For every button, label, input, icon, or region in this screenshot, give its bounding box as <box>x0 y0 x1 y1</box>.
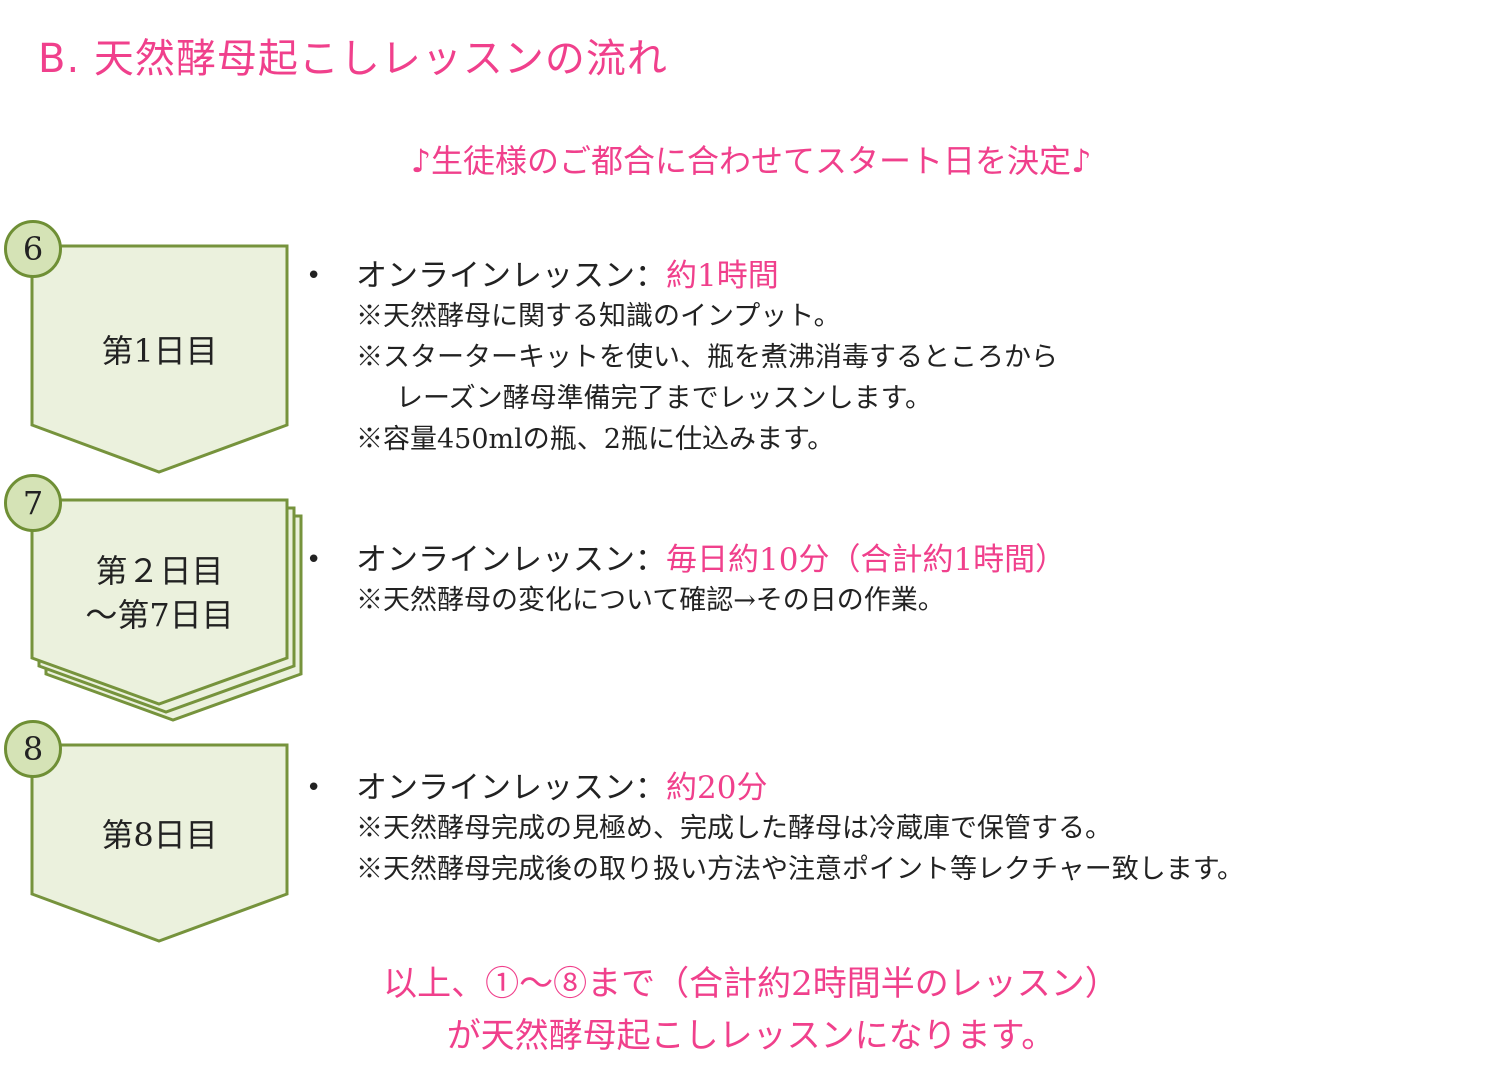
note: ※容量450mlの瓶、2瓶に仕込みます。 <box>356 424 835 455</box>
footer-line-2: が天然酵母起こしレッスンになります。 <box>446 1016 1056 1056</box>
lesson-duration: 毎日約10分（合計約1時間） <box>666 542 1067 578</box>
lesson-label: オンラインレッスン： <box>356 770 666 806</box>
day-7-label: ～第7日目 <box>85 596 234 634</box>
step-7-details: • オンラインレッスン：毎日約10分（合計約1時間） ※天然酵母の変化について確… <box>306 540 1067 621</box>
page-title: B. 天然酵母起こしレッスンの流れ <box>38 36 668 82</box>
step-number-8: 8 <box>4 720 62 778</box>
note: ※天然酵母完成の見極め、完成した酵母は冷蔵庫で保管する。 <box>356 813 1112 844</box>
lesson-line: • オンラインレッスン：約1時間 <box>306 256 1058 296</box>
step-6-details: • オンラインレッスン：約1時間 ※天然酵母に関する知識のインプット。 ※スター… <box>306 256 1058 460</box>
day-1-label: 第1日目 <box>101 332 218 370</box>
note: ※スターターキットを使い、瓶を煮沸消毒するところから <box>356 342 1058 373</box>
step-number-6: 6 <box>4 220 62 278</box>
note: ※天然酵母の変化について確認→その日の作業。 <box>356 585 945 616</box>
lesson-duration: 約20分 <box>666 770 768 806</box>
day-8-label: 第8日目 <box>101 816 218 854</box>
note: ※天然酵母完成後の取り扱い方法や注意ポイント等レクチャー致します。 <box>356 854 1245 885</box>
lesson-duration: 約1時間 <box>666 258 779 294</box>
bullet-icon: • <box>306 773 322 803</box>
lesson-label: オンラインレッスン： <box>356 542 666 578</box>
bullet-icon: • <box>306 261 322 291</box>
note: レーズン酵母準備完了までレッスンします。 <box>396 383 932 414</box>
step-number-7: 7 <box>4 474 62 532</box>
note: ※天然酵母に関する知識のインプット。 <box>356 301 841 332</box>
lesson-line: • オンラインレッスン：約20分 <box>306 768 1244 808</box>
footer-line-1: 以上、①～⑧まで（合計約2時間半のレッスン） <box>383 964 1119 1004</box>
day-2-label: 第２日目 <box>95 552 224 590</box>
step-8-details: • オンラインレッスン：約20分 ※天然酵母完成の見極め、完成した酵母は冷蔵庫で… <box>306 768 1245 890</box>
bullet-icon: • <box>306 545 322 575</box>
footer-summary: 以上、①～⑧まで（合計約2時間半のレッスン） が天然酵母起こしレッスンになります… <box>0 958 1502 1062</box>
subtitle: ♪生徒様のご都合に合わせてスタート日を決定♪ <box>410 142 1092 180</box>
lesson-line: • オンラインレッスン：毎日約10分（合計約1時間） <box>306 540 1067 580</box>
lesson-label: オンラインレッスン： <box>356 258 666 294</box>
